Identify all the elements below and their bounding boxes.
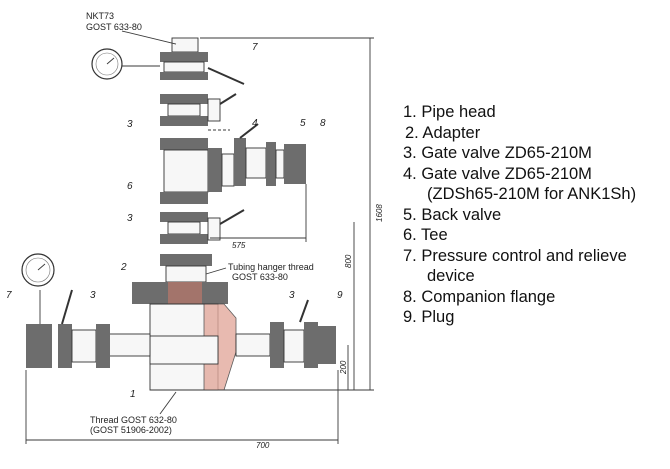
- nkt-label: NKT73: [86, 11, 114, 21]
- part-num-3-top: 3: [127, 119, 133, 130]
- legend-item-continuation: device: [427, 267, 475, 285]
- hanger-thread-label: Tubing hanger thread: [228, 262, 314, 272]
- upper-gate-valve: [160, 94, 208, 104]
- legend-item: 1. Pipe head: [403, 103, 496, 121]
- thread-gost-label: (GOST 51906-2002): [90, 425, 172, 435]
- part-num-7-left: 7: [6, 290, 12, 301]
- parts-legend: 1. Pipe head 2. Adapter 3. Gate valve ZD…: [403, 102, 667, 328]
- callouts: NKT73 GOST 633-80 Tubing hanger thread G…: [86, 11, 314, 435]
- back-valve: [266, 142, 276, 186]
- top-flange: [160, 52, 208, 62]
- dim-575: 575: [232, 241, 246, 250]
- part-num-3-lower: 3: [127, 213, 133, 224]
- left-branch: [21, 253, 151, 368]
- vertical-tree: [91, 37, 306, 391]
- part-num-6: 6: [127, 181, 133, 192]
- legend-item-continuation: (ZDSh65-210M for ANK1Sh): [427, 185, 637, 203]
- part-num-7-top: 7: [252, 42, 258, 53]
- legend-item: 9. Plug: [403, 308, 455, 326]
- part-num-9: 9: [337, 290, 343, 301]
- adapter: [160, 254, 212, 266]
- side-gate-valve: [234, 138, 246, 186]
- dimension-lines: [25, 37, 374, 444]
- nkt-gost-label: GOST 633-80: [86, 22, 142, 32]
- hanger-gost-label: GOST 633-80: [232, 272, 288, 282]
- part-num-4: 4: [252, 118, 258, 129]
- part-num-3-right: 3: [289, 290, 295, 301]
- tee: [160, 138, 208, 150]
- right-branch: [235, 299, 336, 368]
- plug: [318, 326, 336, 364]
- lower-gate-valve: [160, 212, 208, 222]
- legend-item: 7. Pressure control and relieve: [403, 246, 627, 265]
- dim-700: 700: [256, 441, 270, 450]
- part-num-8: 8: [320, 118, 326, 129]
- left-gate-valve: [58, 324, 72, 368]
- dim-1608: 1608: [375, 204, 384, 222]
- part-num-2: 2: [120, 262, 127, 273]
- thread-label: Thread GOST 632-80: [90, 415, 177, 425]
- legend-item: 6. Tee: [403, 226, 448, 244]
- legend-item: 5. Back valve: [403, 205, 502, 224]
- legend-item: 2. Adapter: [405, 123, 481, 142]
- right-gate-valve: [270, 322, 284, 368]
- companion-flange: [284, 144, 306, 184]
- top-cap: [171, 37, 199, 53]
- legend-item: 3. Gate valve ZD65-210M: [403, 144, 592, 162]
- dim-800: 800: [344, 254, 353, 268]
- part-numbers: 7 3 6 3 4 5 8 2 7 3 3 9 1: [6, 42, 343, 400]
- dimension-values: 1608 800 200 575 700: [232, 204, 384, 450]
- dim-200: 200: [339, 360, 348, 375]
- left-relief-device: [26, 324, 52, 368]
- part-num-3-left: 3: [90, 290, 96, 301]
- legend-item: 4. Gate valve ZD65-210M: [403, 164, 592, 183]
- part-num-1: 1: [130, 389, 136, 400]
- part-num-5: 5: [300, 118, 306, 129]
- legend-item: 8. Companion flange: [403, 287, 556, 306]
